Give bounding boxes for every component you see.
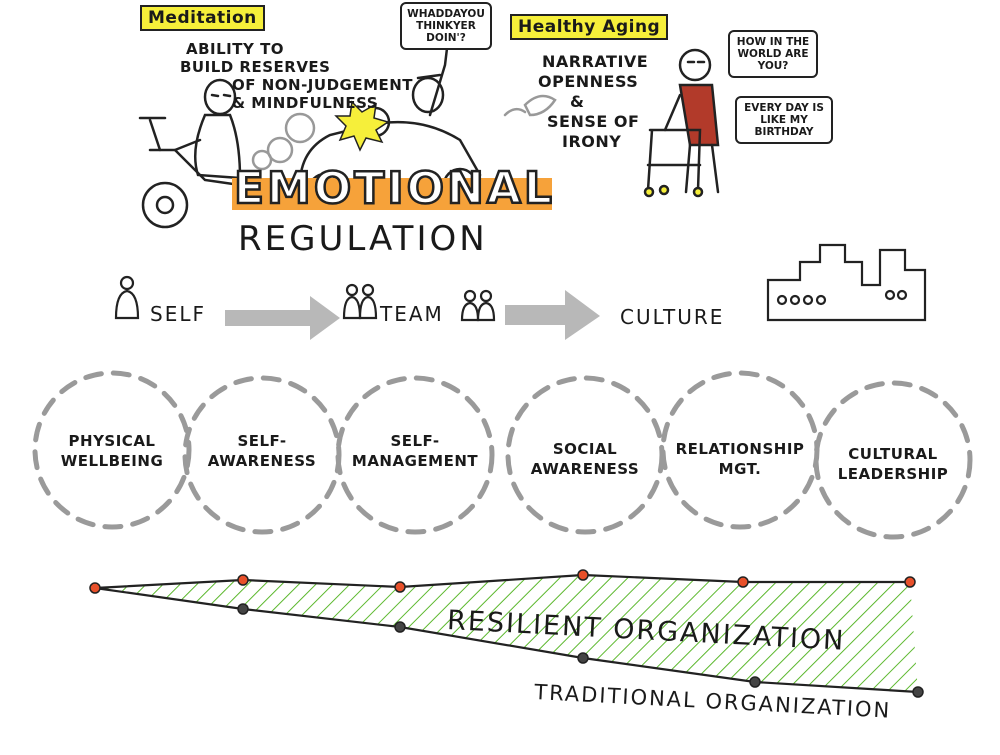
competency-circles: [32, 370, 973, 540]
meditation-scooter-figure: [138, 78, 242, 229]
flow-culture-label: Culture: [620, 305, 725, 329]
aging-line-2: openness: [538, 72, 639, 91]
circle-label-social-awareness: SocialAwareness: [530, 440, 640, 478]
traditional-line: [94, 586, 919, 694]
aging-line-5: irony: [562, 132, 622, 151]
aging-line-4: sense of: [547, 112, 640, 131]
circle-cultural-leadership: [813, 380, 973, 540]
arrow-self-team: [225, 296, 340, 340]
people-icons: [114, 275, 496, 322]
driver-speech-bubble: Whaddayou thinkyer doin'?: [400, 2, 492, 51]
flow-team-label: Team: [380, 302, 444, 326]
flow-arrows: [225, 290, 600, 340]
resilient-line: [94, 573, 910, 590]
circle-label-self-management: Self-Management: [351, 432, 479, 470]
title-highlight: [232, 178, 552, 210]
aging-line-1: Narrative: [542, 52, 649, 71]
circle-physical-wellbeing: [32, 370, 192, 530]
elderly-man-walker: [503, 48, 720, 198]
meditation-tag: Meditation: [140, 5, 265, 31]
flow-self-label: Self: [150, 302, 206, 326]
arrow-team-culture: [505, 290, 600, 340]
milestone-dots: [89, 569, 924, 698]
anger-burst: [334, 100, 390, 152]
meditation-line-4: & mindfulness: [232, 94, 379, 112]
circle-self-management: [335, 375, 495, 535]
circle-label-cultural-leadership: CulturalLeadership: [837, 445, 949, 483]
meditation-line-1: Ability to: [186, 40, 285, 58]
culture-skyline: [766, 243, 927, 322]
aging-line-3: &: [570, 92, 585, 111]
circle-label-relationship-mgt: RelationshipMGT.: [675, 440, 805, 478]
circle-label-physical-wellbeing: PhysicalWellbeing: [60, 432, 164, 470]
meditation-line-3: of non-judgement: [232, 76, 414, 94]
healthy-aging-tag: Healthy Aging: [510, 14, 669, 40]
org-lines: [94, 573, 919, 694]
title-regulation: REGULATION: [238, 219, 488, 259]
circle-label-self-awareness: Self-Awareness: [207, 432, 317, 470]
resilient-area: [95, 575, 918, 692]
title-emotional: EMOTIONAL: [233, 163, 555, 214]
aging-speech-bubble-2: Every day is like my birthday: [735, 96, 833, 145]
aging-speech-bubble-1: How in the world are you?: [728, 30, 818, 79]
meditation-line-2: build reserves: [180, 58, 331, 76]
